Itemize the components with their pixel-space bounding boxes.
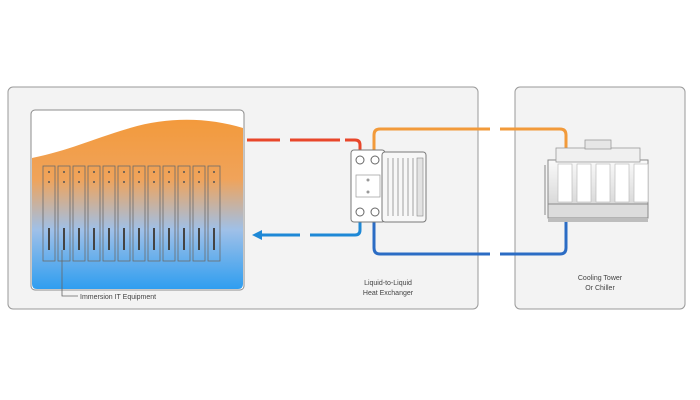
hx-label-line1: Liquid-to-Liquid bbox=[364, 280, 412, 287]
it-blade bbox=[117, 165, 131, 262]
cool-pipe-from-tower bbox=[372, 215, 568, 256]
hx-port-cold-out bbox=[355, 207, 365, 217]
it-blade bbox=[207, 165, 221, 262]
hx-port-hot-in bbox=[355, 155, 365, 165]
cooling-tower bbox=[544, 139, 649, 222]
it-blade bbox=[102, 165, 116, 262]
it-blade bbox=[132, 165, 146, 262]
it-blade bbox=[87, 165, 101, 262]
equipment-leader-line bbox=[61, 250, 78, 297]
equipment-label: Immersion IT Equipment bbox=[80, 294, 156, 301]
it-equipment-blades bbox=[42, 165, 221, 262]
it-blade bbox=[192, 165, 206, 262]
it-blade bbox=[162, 165, 176, 262]
heat-exchanger bbox=[350, 149, 427, 223]
it-blade bbox=[42, 165, 56, 262]
tower-label-line1: Cooling Tower bbox=[578, 275, 623, 282]
tower-label-line2: Or Chiller bbox=[585, 285, 615, 292]
hx-label-line2: Heat Exchanger bbox=[363, 290, 414, 297]
it-blade bbox=[57, 165, 71, 262]
cold-supply-pipe bbox=[252, 215, 362, 240]
hx-port-warm-out bbox=[370, 155, 380, 165]
it-blade bbox=[147, 165, 161, 262]
warm-pipe-to-tower bbox=[372, 127, 568, 160]
hx-port-cool-in bbox=[370, 207, 380, 217]
it-blade bbox=[177, 165, 191, 262]
it-blade bbox=[72, 165, 86, 262]
heat-exchanger-plates bbox=[387, 157, 424, 217]
immersion-tank bbox=[30, 109, 245, 291]
